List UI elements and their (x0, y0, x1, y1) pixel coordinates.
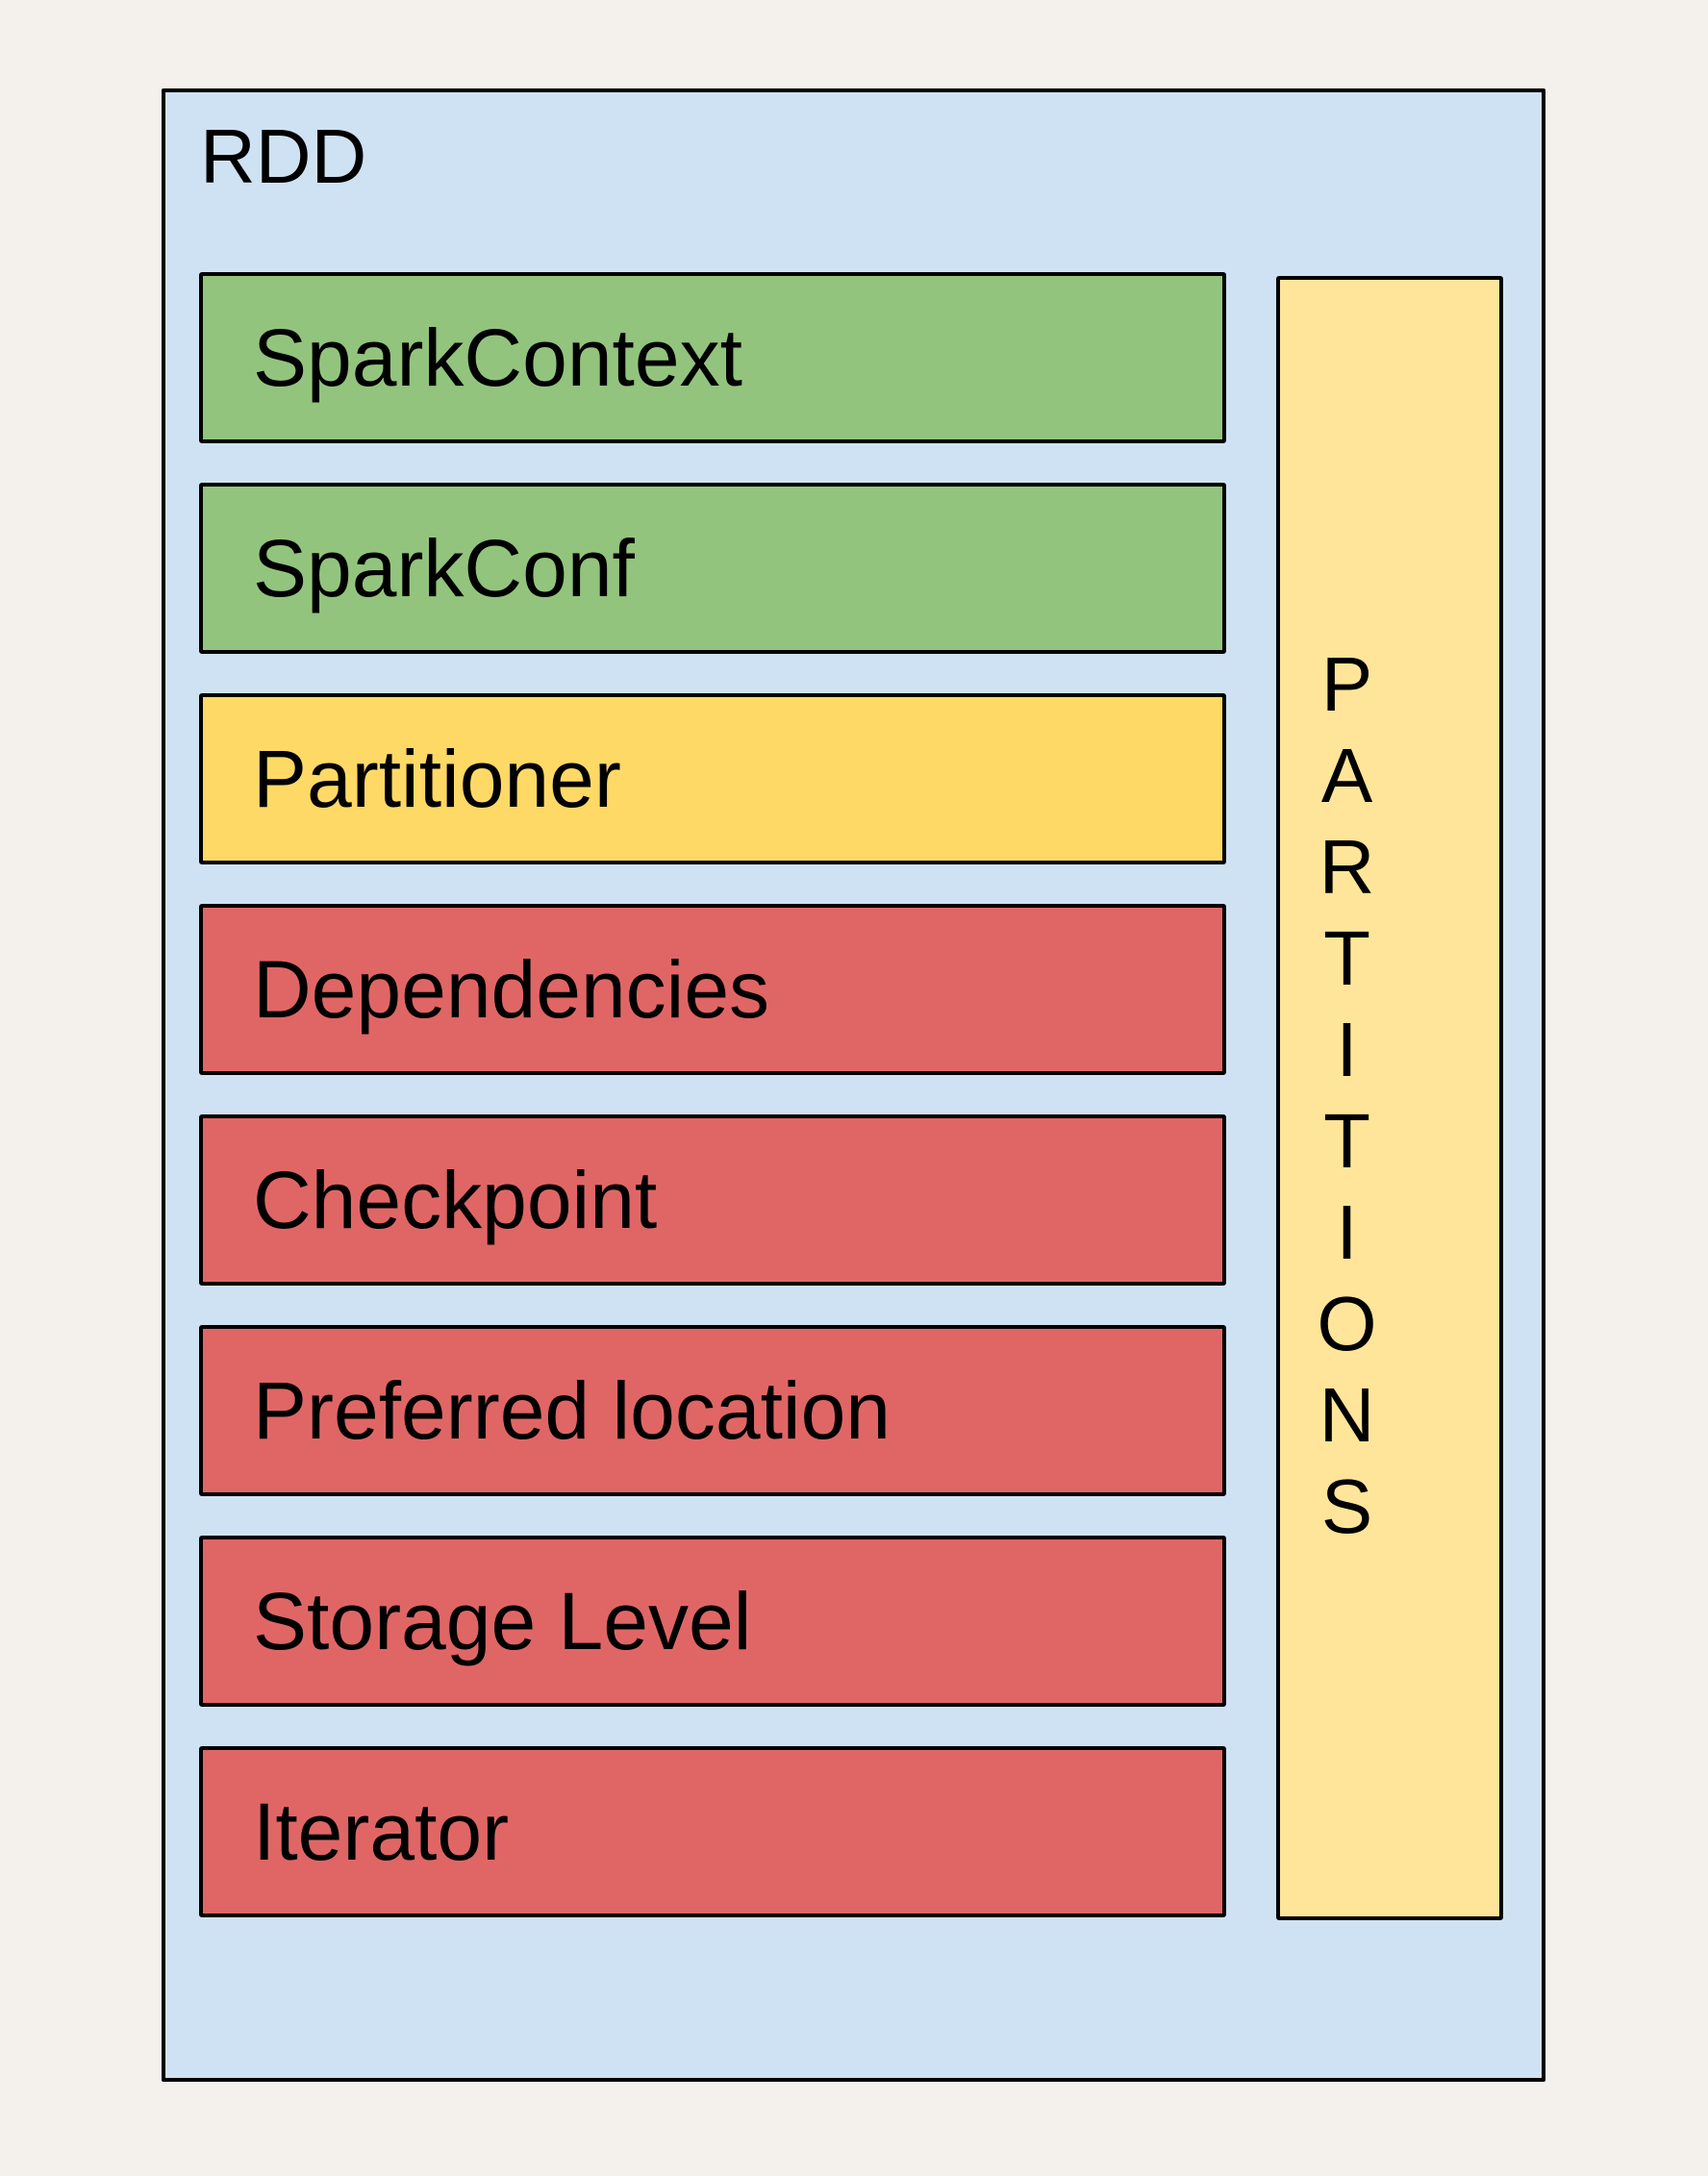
attribute-label-preferred-location: Preferred location (253, 1365, 892, 1456)
partitions-box: PARTITIONS (1276, 276, 1503, 1920)
attribute-box-storage-level: Storage Level (199, 1536, 1226, 1707)
attribute-label-partitioner: Partitioner (253, 734, 621, 824)
attribute-label-storage-level: Storage Level (253, 1576, 752, 1666)
partitions-label: PARTITIONS (1304, 641, 1390, 1555)
attribute-box-iterator: Iterator (199, 1746, 1226, 1917)
attribute-label-sparkconf: SparkConf (253, 523, 635, 613)
attribute-column: SparkContext SparkConf Partitioner Depen… (199, 272, 1226, 1917)
attribute-box-dependencies: Dependencies (199, 904, 1226, 1075)
attribute-box-preferred-location: Preferred location (199, 1325, 1226, 1496)
attribute-box-sparkconf: SparkConf (199, 483, 1226, 654)
attribute-label-checkpoint: Checkpoint (253, 1155, 658, 1245)
attribute-box-partitioner: Partitioner (199, 693, 1226, 864)
attribute-box-sparkcontext: SparkContext (199, 272, 1226, 443)
attribute-box-checkpoint: Checkpoint (199, 1114, 1226, 1286)
rdd-title: RDD (200, 113, 367, 199)
attribute-label-sparkcontext: SparkContext (253, 313, 742, 403)
attribute-label-dependencies: Dependencies (253, 944, 770, 1035)
rdd-container: RDD SparkContext SparkConf Partitioner D… (162, 88, 1545, 2082)
attribute-label-iterator: Iterator (253, 1787, 510, 1877)
